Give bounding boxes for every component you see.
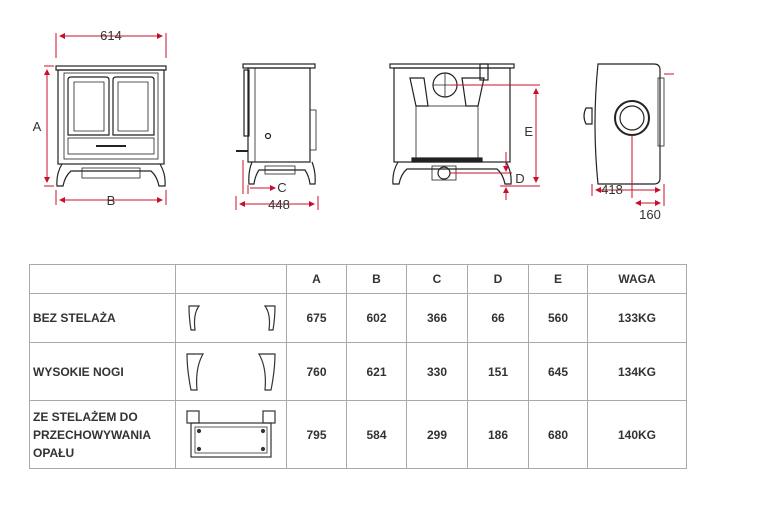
- table-row: BEZ STELAŻA 675 602 366 66 560 133KG: [29, 293, 687, 343]
- value-c: 299: [406, 400, 468, 469]
- value-weight: 140KG: [587, 400, 687, 469]
- dimension-b-label: B: [107, 193, 116, 208]
- table-header-cell: WAGA: [587, 264, 687, 294]
- value-b: 602: [346, 293, 407, 343]
- top-depth-label: 418: [601, 182, 623, 197]
- table-row: ZE STELAŻEM DO PRZECHOWYWANIA OPAŁU 795 …: [29, 400, 687, 469]
- value-a: 760: [286, 342, 347, 401]
- side-dimensions: [235, 160, 319, 210]
- value-d: 186: [467, 400, 529, 469]
- value-e: 645: [528, 342, 588, 401]
- table-header-cell: D: [467, 264, 529, 294]
- value-d: 66: [467, 293, 529, 343]
- row-label-line: BEZ STELAŻA: [33, 311, 116, 325]
- value-a: 795: [286, 400, 347, 469]
- table-header-cell: [175, 264, 287, 294]
- front-view: [55, 65, 167, 187]
- value-a: 675: [286, 293, 347, 343]
- short-feet-icon: [188, 305, 276, 331]
- back-dimensions: [450, 84, 540, 200]
- value-e: 560: [528, 293, 588, 343]
- dimension-a-label: A: [33, 119, 42, 134]
- dimension-c-label: C: [277, 180, 286, 195]
- base-illustration: [175, 293, 287, 343]
- table-header-cell: [29, 264, 176, 294]
- table-header-cell: B: [346, 264, 407, 294]
- side-depth-label: 448: [268, 197, 290, 212]
- row-label-line: WYSOKIE NOGI: [33, 364, 124, 379]
- top-dimensions: [591, 73, 674, 206]
- row-label-line: PRZECHOWYWANIA: [33, 427, 151, 442]
- row-label-line: ZE STELAŻEM DO: [33, 409, 138, 424]
- row-label: ZE STELAŻEM DO PRZECHOWYWANIA OPAŁU: [29, 400, 176, 469]
- row-label: BEZ STELAŻA: [29, 293, 176, 343]
- value-weight: 134KG: [587, 342, 687, 401]
- value-c: 366: [406, 293, 468, 343]
- table-header-cell: A: [286, 264, 347, 294]
- dimension-d-label: D: [515, 171, 524, 186]
- value-d: 151: [467, 342, 529, 401]
- side-view: [236, 63, 317, 185]
- top-view: [583, 63, 665, 185]
- value-b: 584: [346, 400, 407, 469]
- value-b: 621: [346, 342, 407, 401]
- base-illustration: [175, 342, 287, 401]
- front-dimensions: [44, 33, 167, 205]
- table-header-row: A B C D E WAGA: [29, 264, 687, 294]
- dimensions-table: A B C D E WAGA BEZ STELAŻA 675 602 366 6…: [29, 264, 687, 469]
- front-width-label: 614: [100, 28, 122, 43]
- value-e: 680: [528, 400, 588, 469]
- value-weight: 133KG: [587, 293, 687, 343]
- table-header-cell: E: [528, 264, 588, 294]
- stove-drawings: 614 A B C 448: [33, 28, 674, 222]
- back-view: [389, 63, 515, 185]
- row-label-line: OPAŁU: [33, 445, 75, 460]
- value-c: 330: [406, 342, 468, 401]
- base-illustration: [175, 400, 287, 469]
- table-header-cell: C: [406, 264, 468, 294]
- table-row: WYSOKIE NOGI 760 621 330 151 645 134KG: [29, 342, 687, 401]
- row-label: WYSOKIE NOGI: [29, 342, 176, 401]
- log-store-icon: [186, 409, 276, 458]
- dimension-e-label: E: [524, 124, 533, 139]
- tall-legs-icon: [186, 352, 276, 391]
- top-flue-offset-label: 160: [639, 207, 661, 222]
